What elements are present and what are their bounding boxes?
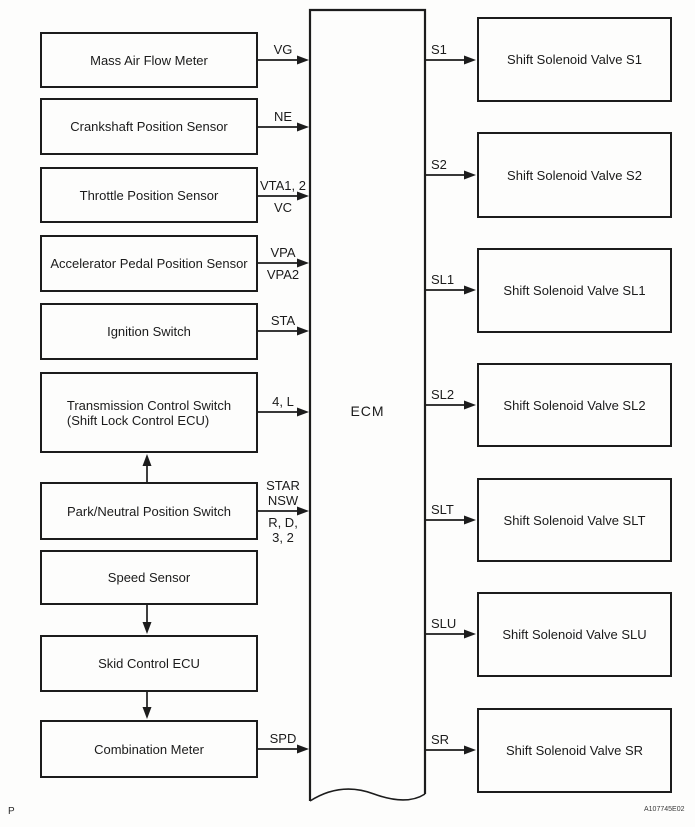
signal-label-s1: S1 bbox=[431, 42, 447, 57]
node-label: Crankshaft Position Sensor bbox=[70, 119, 228, 134]
signal-label-slu: SLU bbox=[431, 616, 457, 631]
signal-label-vg: VG bbox=[273, 42, 293, 57]
signal-label-slt: SLT bbox=[431, 502, 454, 517]
node-label: Throttle Position Sensor bbox=[79, 187, 219, 203]
signal-label-vpa2: VPA2 bbox=[266, 267, 300, 282]
node-label: Accelerator Pedal Position Sensor bbox=[50, 256, 248, 271]
signal-label-ne: NE bbox=[273, 109, 293, 124]
node-skid-control-ecu: Skid Control ECU bbox=[40, 635, 258, 692]
node-shift-solenoid-valve-slu: Shift Solenoid Valve SLU bbox=[477, 592, 672, 677]
ecm-box bbox=[308, 8, 427, 801]
node-crankshaft-position-sensor: Crankshaft Position Sensor bbox=[40, 98, 258, 155]
node-shift-solenoid-valve-sr: Shift Solenoid Valve SR bbox=[477, 708, 672, 793]
node-ignition-switch: Ignition Switch bbox=[40, 303, 258, 360]
node-label: Shift Solenoid Valve S2 bbox=[507, 167, 642, 183]
signal-label-spd: SPD bbox=[269, 731, 297, 746]
signal-label-s2: S2 bbox=[431, 157, 447, 172]
signal-label-sl1: SL1 bbox=[431, 272, 455, 287]
node-label: Shift Solenoid Valve SL2 bbox=[503, 397, 646, 413]
signal-label-vpa: VPA bbox=[270, 245, 296, 260]
signal-label-sl2: SL2 bbox=[431, 387, 455, 402]
node-throttle-position-sensor: Throttle Position Sensor bbox=[40, 167, 258, 223]
node-shift-solenoid-valve-s2: Shift Solenoid Valve S2 bbox=[477, 132, 672, 218]
node-shift-solenoid-valve-s1: Shift Solenoid Valve S1 bbox=[477, 17, 672, 102]
signal-label-sr: SR bbox=[431, 732, 450, 747]
node-label: Skid Control ECU bbox=[98, 656, 200, 671]
node-label: Combination Meter bbox=[94, 741, 204, 757]
node-label: Shift Solenoid Valve SL1 bbox=[503, 283, 646, 298]
figure-code: A107745E02 bbox=[644, 806, 685, 813]
node-label: Mass Air Flow Meter bbox=[90, 52, 208, 68]
node-accelerator-pedal-position-sensor: Accelerator Pedal Position Sensor bbox=[40, 235, 258, 292]
node-speed-sensor: Speed Sensor bbox=[40, 550, 258, 605]
node-label: Transmission Control Switch (Shift Lock … bbox=[66, 397, 232, 428]
ecm-box-torn-edge bbox=[309, 788, 426, 802]
node-transmission-control-switch: Transmission Control Switch (Shift Lock … bbox=[40, 372, 258, 453]
signal-label-sta: STA bbox=[270, 313, 296, 328]
signal-label-4l: 4, L bbox=[272, 394, 294, 409]
node-label: Shift Solenoid Valve SLT bbox=[503, 512, 646, 528]
node-shift-solenoid-valve-slt: Shift Solenoid Valve SLT bbox=[477, 478, 672, 562]
node-label: Ignition Switch bbox=[107, 324, 191, 339]
node-label: Park/Neutral Position Switch bbox=[66, 503, 231, 519]
node-label: Shift Solenoid Valve SLU bbox=[502, 627, 647, 642]
node-mass-air-flow-meter: Mass Air Flow Meter bbox=[40, 32, 258, 88]
page-marker: P bbox=[8, 806, 15, 817]
node-shift-solenoid-valve-sl2: Shift Solenoid Valve SL2 bbox=[477, 363, 672, 447]
node-label: Speed Sensor bbox=[107, 570, 191, 585]
node-park-neutral-position-switch: Park/Neutral Position Switch bbox=[40, 482, 258, 540]
node-label: Shift Solenoid Valve SR bbox=[505, 743, 644, 758]
signal-label-rd32: R, D, 3, 2 bbox=[268, 515, 298, 545]
signal-label-vc: VC bbox=[273, 200, 293, 215]
signal-label-vta: VTA1, 2 bbox=[259, 178, 306, 193]
node-label: Shift Solenoid Valve S1 bbox=[507, 52, 642, 67]
ecm-label: ECM bbox=[350, 403, 385, 419]
node-shift-solenoid-valve-sl1: Shift Solenoid Valve SL1 bbox=[477, 248, 672, 333]
node-combination-meter: Combination Meter bbox=[40, 720, 258, 778]
signal-label-star-nsw: STAR NSW bbox=[266, 478, 300, 508]
